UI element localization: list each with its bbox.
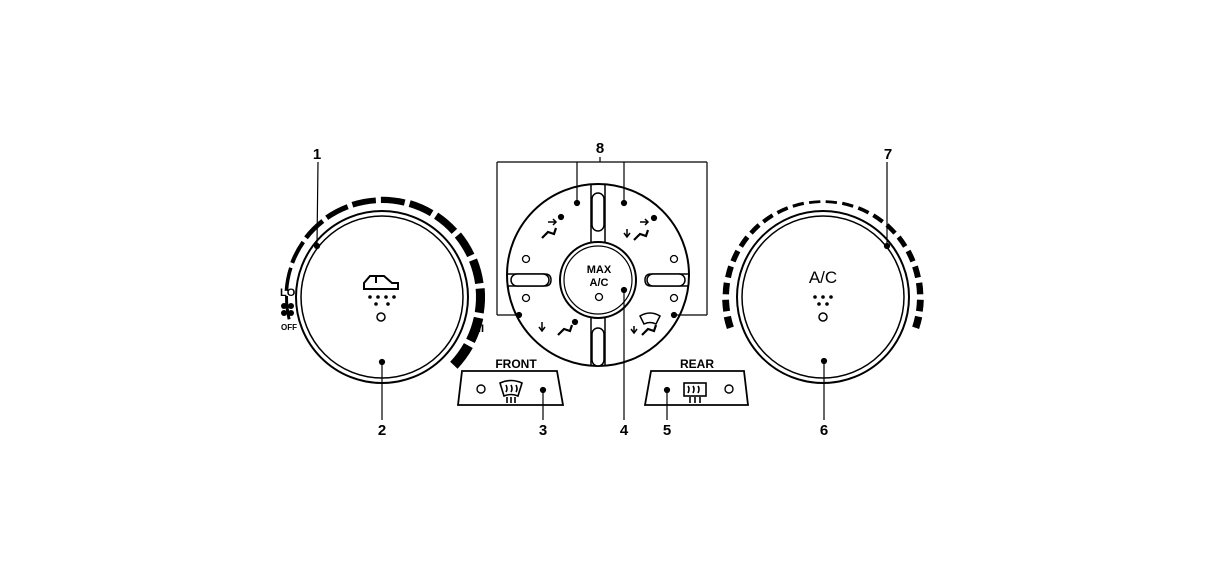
front-defrost-button-body[interactable] — [456, 370, 565, 406]
callout-4: 4 — [620, 422, 629, 439]
temperature-scale-segment — [905, 249, 916, 263]
fan-scale-segment — [290, 240, 305, 264]
temperature-scale-segment — [792, 201, 805, 208]
temperature-ac-dial[interactable]: A/C — [722, 200, 924, 384]
mode-floor-light — [521, 293, 531, 303]
mode-bilevel-light — [669, 254, 679, 264]
temperature-scale-segment — [722, 282, 731, 295]
mode-divider-right — [644, 273, 689, 287]
temperature-scale-segment — [825, 200, 838, 205]
callout-6: 6 — [820, 422, 828, 439]
temperature-scale-segment — [896, 235, 908, 248]
ac-dots-icon — [813, 295, 833, 306]
ac-dial-inner-ring — [741, 215, 905, 379]
ac-dial-outer-ring — [736, 210, 910, 384]
front-defrost-label: FRONT — [495, 357, 537, 371]
fan-car-icon — [363, 275, 399, 290]
front-defrost-icon — [499, 379, 523, 403]
rear-defrost-icon — [683, 382, 707, 403]
max-ac-button[interactable] — [563, 245, 633, 315]
fan-speed-dial[interactable]: LO OFF HI — [280, 196, 486, 384]
rear-defrost-indicator-light — [724, 384, 734, 394]
temperature-scale-segment — [857, 206, 870, 215]
front-defrost-indicator-light — [476, 384, 486, 394]
front-defrost-button[interactable]: FRONT — [456, 357, 565, 406]
fan-scale-segment — [351, 197, 377, 208]
mode-floor-defrost-light — [669, 293, 679, 303]
temperature-scale-segment — [722, 299, 731, 312]
callout-leaders — [313, 157, 891, 420]
fan-scale-segment — [474, 288, 486, 314]
fan-dial-inner-ring — [300, 215, 464, 379]
rear-defrost-button-body[interactable] — [643, 370, 750, 406]
temperature-scale-arc — [722, 200, 924, 329]
mode-face-vent-icon[interactable] — [541, 213, 565, 239]
temperature-scale-segment — [749, 223, 761, 235]
temperature-scale-segment — [776, 206, 789, 215]
fan-scale-segment — [450, 343, 473, 369]
temperature-scale-segment — [841, 201, 854, 208]
mode-divider-left-slot — [510, 273, 550, 287]
mode-divider-top-slot — [591, 192, 605, 232]
callout-7: 7 — [884, 146, 892, 163]
fan-scale-segment — [325, 204, 349, 220]
temperature-scale-segment — [885, 223, 897, 235]
fan-off-label: OFF — [281, 323, 297, 332]
fan-scale-segment — [454, 232, 475, 258]
temperature-scale-segment — [912, 265, 921, 279]
temperature-scale-segment — [808, 200, 821, 205]
ac-indicator-light — [818, 312, 828, 322]
fan-scale-segment — [466, 316, 484, 343]
temperature-scale-segment — [725, 265, 734, 279]
callout-2: 2 — [378, 422, 386, 439]
mode-dial[interactable]: MAX A/C — [506, 183, 690, 367]
temperature-scale-segment — [730, 249, 741, 263]
mode-divider-left — [507, 273, 552, 287]
callout-5: 5 — [663, 422, 671, 439]
mode-bilevel-icon[interactable] — [623, 214, 658, 241]
temperature-scale-segment — [762, 213, 774, 224]
fan-icon — [281, 303, 294, 316]
temperature-scale-segment — [872, 213, 884, 224]
fan-scale-segment — [304, 219, 325, 240]
fan-scale-segment — [469, 258, 484, 285]
fan-indicator-light — [376, 312, 386, 322]
callout-3: 3 — [539, 422, 547, 439]
mode-face-vent-light — [521, 254, 531, 264]
ac-button-label: A/C — [809, 268, 837, 287]
mode-floor-icon[interactable] — [538, 318, 579, 336]
max-ac-label-line1: MAX — [587, 264, 612, 276]
rear-defrost-button[interactable]: REAR — [643, 357, 750, 406]
fan-speed-scale-arc — [284, 196, 486, 369]
fan-scale-segment — [434, 212, 458, 234]
fan-hi-label: HI — [473, 323, 484, 335]
fan-lo-label: LO — [280, 287, 296, 299]
callout-1: 1 — [313, 146, 321, 163]
temperature-scale-segment — [912, 315, 923, 329]
temperature-scale-segment — [915, 299, 924, 312]
temperature-scale-segment — [723, 315, 734, 329]
temperature-scale-segment — [738, 235, 750, 248]
fan-dots-icon — [368, 295, 396, 306]
callout-8: 8 — [596, 140, 604, 157]
rear-defrost-label: REAR — [680, 357, 714, 371]
mode-divider-right-slot — [646, 273, 686, 287]
mode-floor-defrost-icon[interactable] — [630, 312, 661, 336]
max-ac-label-line2: A/C — [590, 277, 609, 289]
fan-scale-segment — [284, 267, 293, 292]
fan-dial-outer-ring — [295, 210, 469, 384]
mode-divider-bottom-slot — [591, 327, 605, 367]
max-ac-indicator-light — [594, 292, 604, 302]
fan-scale-segment — [408, 200, 434, 217]
temperature-scale-segment — [915, 282, 924, 295]
fan-scale-segment — [380, 196, 406, 206]
